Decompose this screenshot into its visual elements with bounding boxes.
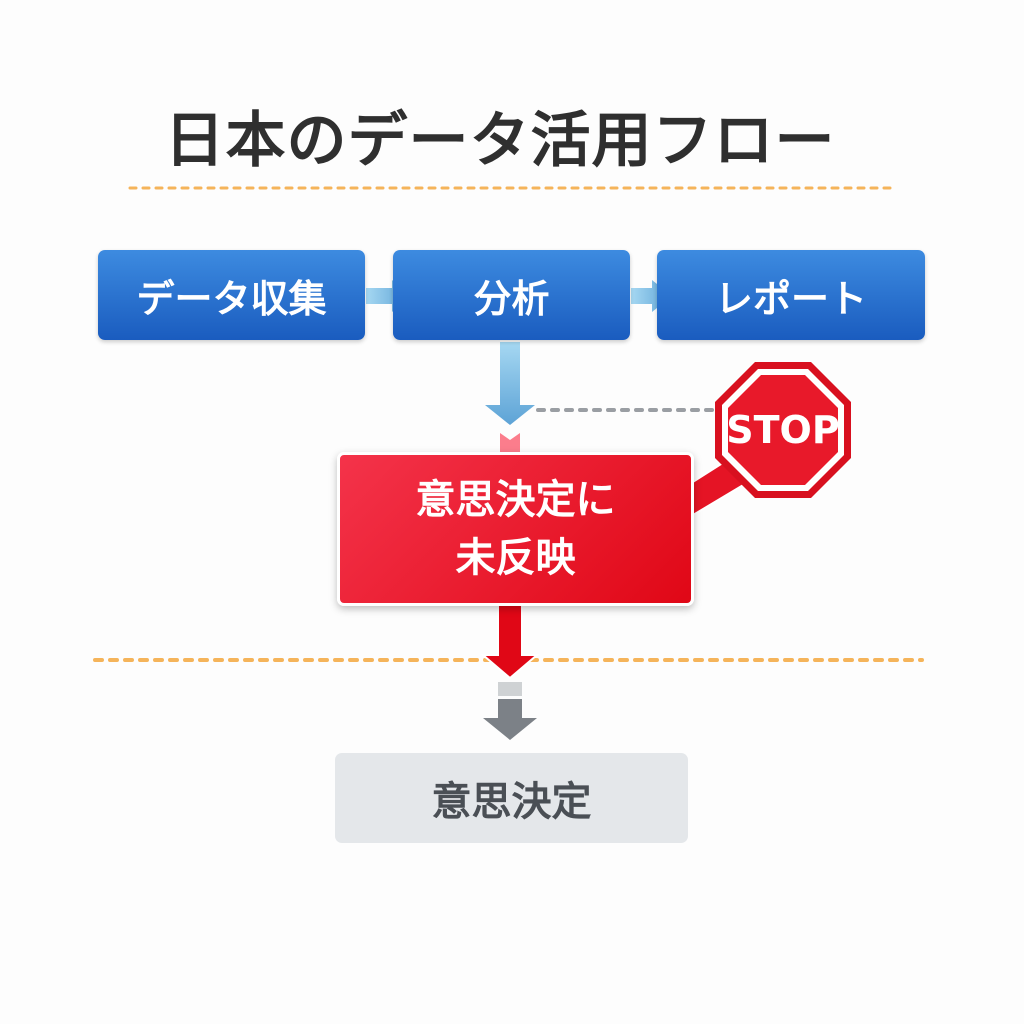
stop-sign-icon <box>715 362 851 498</box>
step-report: レポート <box>657 250 925 340</box>
arrow-gray-stub <box>498 682 522 696</box>
step-analysis: 分析 <box>393 250 630 340</box>
stop-sign-label: STOP <box>726 408 840 452</box>
arrow-gray-down <box>483 699 537 740</box>
blocked-line-1: 意思決定に <box>415 477 616 523</box>
step-data-collection: データ収集 <box>98 250 365 340</box>
arrow-red-down <box>480 599 540 680</box>
arrow-red-stub <box>500 433 520 455</box>
blocked-decision-box: 意思決定に 未反映 <box>337 452 694 606</box>
page-title: 日本のデータ活用フロー <box>164 106 836 176</box>
final-decision-box: 意思決定 <box>335 753 688 843</box>
blocked-line-2: 未反映 <box>455 535 576 581</box>
arrow-analysis-down <box>485 342 535 425</box>
